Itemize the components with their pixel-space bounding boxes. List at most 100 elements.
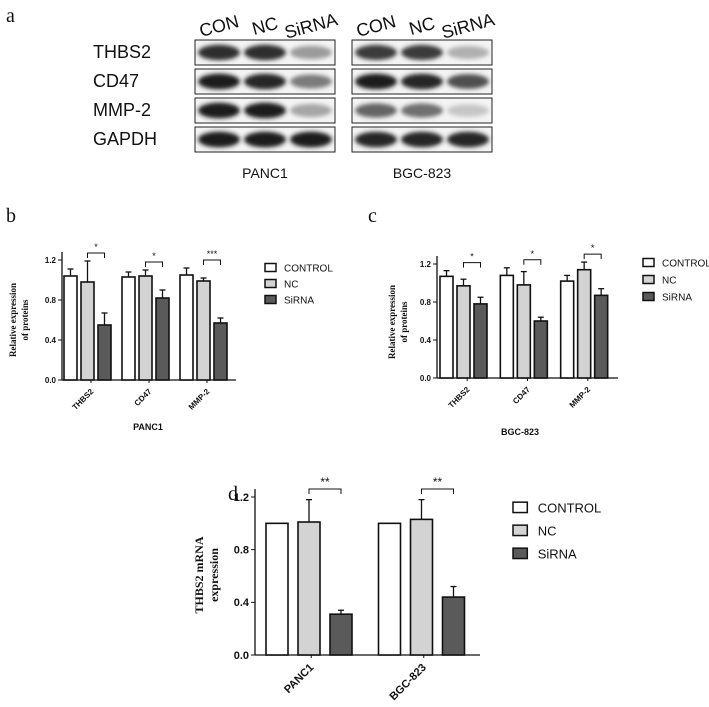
bar-nc-thbs2 — [80, 281, 95, 381]
protein-band — [198, 73, 240, 90]
bar-sirna-thbs2 — [97, 324, 112, 381]
significance-marker: * — [94, 242, 98, 252]
significance-bracket — [87, 252, 105, 258]
panel-letter-d: d — [228, 483, 238, 505]
bar-nc-bgc-823 — [409, 518, 434, 656]
legend-label: CONTROL — [538, 501, 602, 516]
legend-label: SiRNA — [662, 293, 692, 304]
significance-bracket — [203, 259, 221, 265]
legend-swatch-nc — [264, 278, 277, 289]
chart-title: BGC-823 — [501, 427, 539, 437]
bar-nc-panc1 — [297, 521, 321, 656]
x-tick-label: PANC1 — [282, 662, 316, 696]
protein-band — [447, 104, 489, 117]
protein-band — [401, 73, 443, 90]
significance-marker: * — [470, 252, 474, 262]
blot-row-label-cd47: CD47 — [93, 71, 139, 91]
protein-band — [355, 73, 397, 90]
blot-cell-line-label: PANC1 — [242, 165, 288, 181]
protein-band — [198, 44, 240, 61]
protein-band — [401, 44, 443, 61]
protein-band — [447, 74, 489, 89]
y-tick-label: 0.0 — [234, 650, 249, 662]
significance-bracket — [463, 262, 481, 268]
y-tick-label: 0.0 — [45, 376, 57, 385]
legend-label: NC — [284, 280, 298, 291]
protein-band — [290, 74, 332, 89]
legend-swatch-control — [264, 262, 277, 273]
bar-sirna-mmp-2 — [213, 322, 228, 381]
panel-letter-a: a — [6, 5, 15, 27]
bar-sirna-bgc-823 — [441, 596, 466, 656]
significance-bracket — [523, 259, 542, 265]
blot-row-label-gapdh: GAPDH — [93, 129, 157, 149]
panel-letter-c: c — [368, 205, 377, 227]
legend-swatch-sirna — [512, 547, 529, 560]
panel-letter-b: b — [6, 205, 16, 227]
y-tick-label: 1.2 — [420, 260, 432, 269]
y-tick-label: 1.2 — [234, 492, 249, 504]
significance-marker: * — [591, 243, 595, 253]
bar-control-thbs2 — [63, 275, 78, 381]
blot-lane-label: CON — [354, 11, 398, 41]
bar-sirna-mmp-2 — [593, 294, 609, 379]
significance-bracket — [421, 488, 454, 494]
protein-band — [290, 131, 332, 148]
x-tick-label: MMP-2 — [568, 385, 593, 410]
bar-sirna-thbs2 — [473, 303, 488, 379]
protein-band — [355, 44, 397, 61]
legend-label: SiRNA — [538, 547, 577, 562]
x-tick-label: BGC-823 — [388, 662, 429, 703]
protein-band — [355, 103, 397, 118]
y-tick-label: 0.8 — [420, 298, 432, 307]
protein-band — [447, 46, 489, 59]
legend-label: NC — [538, 524, 557, 539]
bar-control-thbs2 — [439, 275, 454, 379]
blot-row-label-mmp-2: MMP-2 — [93, 100, 151, 120]
legend-swatch-control — [512, 501, 529, 514]
bar-control-bgc-823 — [377, 522, 402, 656]
y-axis-label: of proteins — [399, 301, 409, 343]
y-tick-label: 1.2 — [45, 256, 57, 265]
legend-swatch-sirna — [642, 291, 655, 302]
bar-control-cd47 — [499, 274, 515, 379]
protein-band — [355, 131, 397, 148]
significance-bracket — [145, 261, 163, 267]
y-axis-label: expression — [207, 548, 221, 602]
protein-band — [198, 131, 240, 148]
y-tick-label: 0.4 — [420, 336, 432, 345]
protein-band — [244, 73, 286, 90]
legend-label: CONTROL — [662, 259, 709, 270]
protein-band — [244, 102, 286, 119]
blot-cell-line-label: BGC-823 — [393, 165, 452, 181]
significance-marker: *** — [207, 249, 218, 259]
blot-lane-label: NC — [407, 13, 437, 39]
bar-control-mmp-2 — [179, 274, 194, 381]
y-axis-label: Relative expression — [8, 283, 18, 357]
protein-band — [198, 102, 240, 119]
legend-swatch-nc — [512, 524, 529, 537]
y-axis-label: THBS2 mRNA — [192, 536, 206, 613]
y-tick-label: 0.4 — [45, 336, 57, 345]
protein-band — [244, 131, 286, 148]
y-axis-label: Relative expression — [387, 285, 397, 359]
legend-swatch-nc — [642, 274, 655, 285]
x-tick-label: THBS2 — [70, 387, 95, 412]
y-tick-label: 0.4 — [234, 597, 250, 609]
bar-sirna-panc1 — [329, 613, 353, 656]
y-tick-label: 0.8 — [234, 545, 249, 557]
significance-marker: ** — [320, 475, 330, 489]
protein-band — [290, 103, 332, 118]
y-tick-label: 0.8 — [45, 296, 57, 305]
bar-sirna-cd47 — [533, 320, 549, 379]
blot-lane-label: SiRNA — [282, 9, 339, 42]
bar-nc-thbs2 — [456, 285, 471, 379]
bar-nc-mmp-2 — [196, 280, 211, 381]
x-tick-label: CD47 — [133, 387, 154, 408]
legend-label: CONTROL — [284, 264, 333, 275]
